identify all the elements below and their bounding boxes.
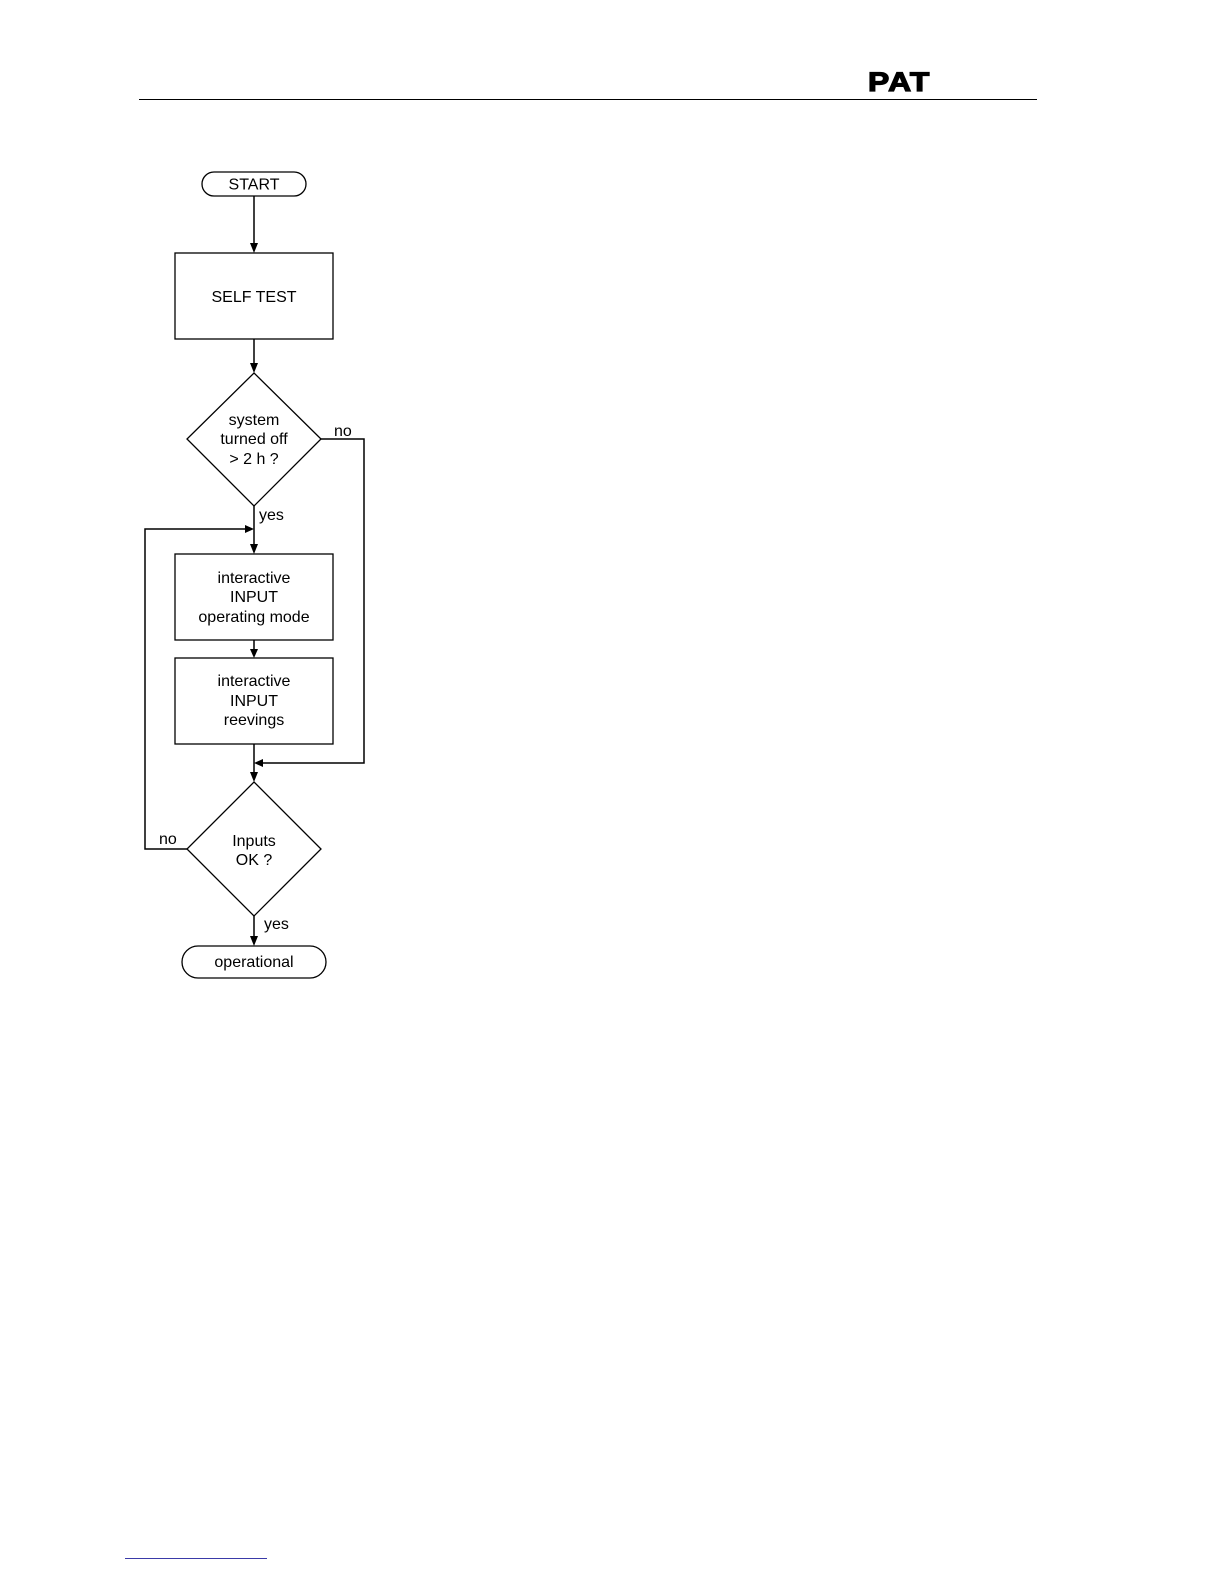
decision-1-no-label: no	[334, 423, 352, 440]
arrowhead	[250, 243, 258, 253]
decision-2-no-label: no	[159, 831, 177, 848]
self-test-label: SELF TEST	[211, 289, 296, 306]
input-reevings-line-2: INPUT	[230, 693, 278, 710]
arrowhead	[250, 363, 258, 373]
decision-2-line-2: OK ?	[236, 852, 273, 869]
operational-label: operational	[214, 954, 293, 971]
input-reevings-line-1: interactive	[218, 673, 291, 690]
arrowhead	[254, 759, 263, 767]
arrowhead	[245, 525, 254, 533]
input-mode-line-1: interactive	[218, 570, 291, 587]
decision-2-line-1: Inputs	[232, 833, 276, 850]
arrowhead	[250, 772, 258, 782]
arrowhead	[250, 649, 258, 658]
footer-divider	[125, 1558, 267, 1559]
input-mode-line-3: operating mode	[198, 609, 309, 626]
decision-1-line-1: system	[229, 412, 280, 429]
decision-2-yes-label: yes	[264, 916, 289, 933]
input-reevings-line-3: reevings	[224, 712, 284, 729]
decision-1-yes-label: yes	[259, 507, 284, 524]
decision-1-line-2: turned off	[220, 431, 288, 448]
decision-1-line-3: > 2 h ?	[229, 451, 278, 468]
input-mode-line-2: INPUT	[230, 589, 278, 606]
arrowhead	[250, 936, 258, 946]
arrowhead	[250, 544, 258, 554]
start-label: START	[229, 177, 280, 194]
